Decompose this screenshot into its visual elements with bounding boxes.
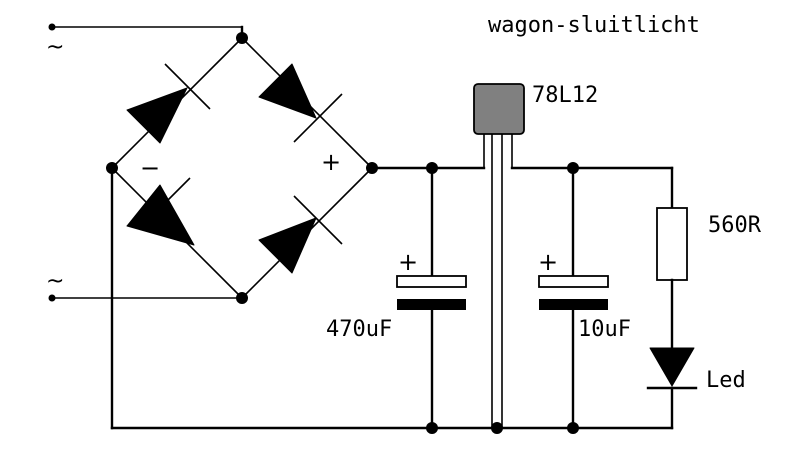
- cap1-label: 470uF: [326, 317, 392, 342]
- resistor-label: 560R: [708, 213, 762, 238]
- capacitor-icon: [396, 166, 467, 430]
- bridge-rectifier: − +: [106, 32, 378, 304]
- regulator-label: 78L12: [532, 83, 598, 108]
- diode-icon: [258, 195, 343, 274]
- bridge-minus: −: [140, 154, 160, 182]
- cap2-label: 10uF: [578, 317, 631, 342]
- diode-icon: [126, 177, 195, 246]
- diode-icon: [258, 63, 343, 143]
- led-icon: [646, 347, 698, 430]
- cap2-polarity: +: [538, 248, 558, 276]
- resistor-icon: [656, 166, 688, 350]
- capacitor-icon: [538, 166, 609, 430]
- diode-icon: [126, 63, 211, 144]
- junctions: [426, 162, 579, 434]
- ac-symbol-top: ~: [46, 35, 64, 60]
- cap1-polarity: +: [398, 248, 418, 276]
- ac-symbol-bottom: ~: [46, 269, 64, 294]
- bridge-plus: +: [321, 148, 341, 176]
- schematic-title: wagon-sluitlicht: [488, 13, 700, 38]
- led-label: Led: [706, 368, 746, 393]
- ac-input-top: ~: [46, 23, 244, 60]
- ac-input-bottom: ~: [46, 269, 242, 302]
- regulator-icon: [473, 83, 525, 429]
